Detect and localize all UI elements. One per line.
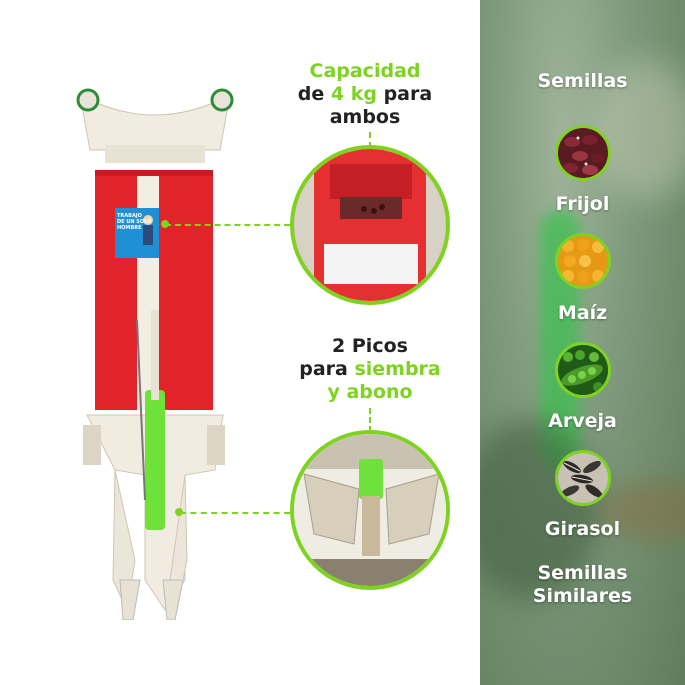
seed-label-arveja: Arveja [548, 410, 617, 432]
seeds-footer-line-1: Semillas [537, 562, 628, 584]
seed-label-maiz: Maíz [557, 302, 608, 324]
sticker-text: TRABAJO DE UN SOLO HOMBRE [117, 213, 157, 231]
spouts-line-3: y abono [327, 381, 413, 403]
seed-label-girasol: Girasol [544, 518, 621, 540]
seeds-title: Semillas [537, 70, 628, 92]
seeds-footer-line-2: Similares [532, 585, 633, 607]
peas-icon [555, 342, 611, 398]
seeds-panel: Semillas Frijol Maíz [480, 0, 685, 685]
spouts-callout [290, 430, 450, 590]
capacity-line-1: Capacidad [309, 60, 421, 82]
seeder-illustration [76, 88, 234, 621]
top-callout-line [165, 224, 290, 226]
capacity-line-2a: de [297, 83, 331, 105]
spouts-line-2a: para [299, 358, 355, 380]
spouts-highlight: siembra [354, 358, 441, 380]
beans-icon [555, 125, 611, 181]
capacity-heading: Capacidad de 4 kg para ambos [290, 60, 440, 129]
bottom-callout-connector [369, 408, 371, 432]
spouts-heading: 2 Picos para siembra y abono [290, 335, 450, 404]
bottom-callout-line [180, 512, 290, 514]
top-callout-connector [369, 132, 371, 148]
spouts-line-1: 2 Picos [332, 335, 408, 357]
sticker-line-1: TRABAJO [117, 213, 142, 219]
sunflower-seeds-icon [555, 450, 611, 506]
sticker-line-3: HOMBRE [117, 225, 142, 231]
capacity-amount: 4 kg [330, 83, 377, 105]
hopper-interior [294, 149, 446, 301]
bottom-callout-dot [175, 508, 183, 516]
capacity-line-2c: para [376, 83, 433, 105]
sticker-line-2: DE UN SOLO [117, 219, 152, 225]
seed-label-frijol: Frijol [555, 193, 610, 215]
capacity-line-3: ambos [329, 106, 401, 128]
hopper-callout [290, 145, 450, 305]
spouts-closeup [294, 434, 446, 586]
top-callout-dot [161, 220, 169, 228]
corn-icon [555, 233, 611, 289]
seeder-machine: TRABAJO DE UN SOLO HOMBRE [75, 80, 235, 621]
